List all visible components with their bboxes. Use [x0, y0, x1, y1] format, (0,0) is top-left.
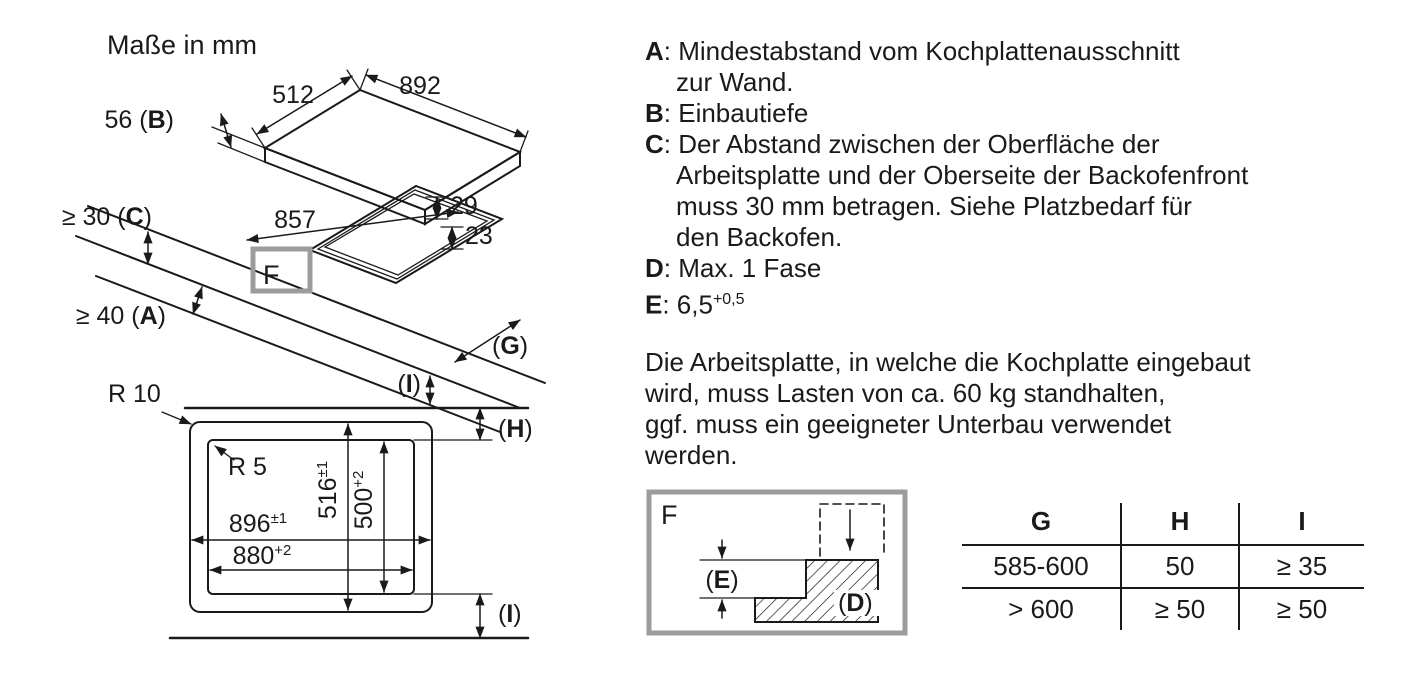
dim-i-persp-label: (I) — [397, 370, 421, 398]
dim-c-label: ≥ 30 (C) — [62, 203, 152, 231]
table-cell: > 600 — [962, 587, 1121, 630]
table-row: 585-600 50 ≥ 35 — [962, 544, 1364, 588]
hob-position-dashed — [819, 503, 885, 557]
dim-516-label: 516±1 — [314, 461, 342, 519]
dim-892-label: 892 — [399, 72, 441, 100]
plan-cutout-rect — [207, 439, 415, 595]
legend-item-b: B: Einbautiefe — [645, 98, 809, 128]
detail-f-callout-label: F — [263, 260, 280, 290]
dim-880-label: 880+2 — [233, 542, 292, 570]
dim-a-label: ≥ 40 (A) — [76, 302, 166, 330]
perspective-view: 512 892 56 (B) ≥ 30 (C) ≥ 40 (A) 857 — [62, 68, 546, 433]
table-header-h: H — [1120, 503, 1239, 546]
dim-d-label: (D) — [838, 589, 873, 617]
dim-896-label: 896±1 — [229, 510, 287, 538]
radius-10-label: R 10 — [108, 380, 161, 408]
table-header-g: G — [962, 503, 1121, 546]
table-cell: ≥ 50 — [1120, 587, 1239, 630]
dim-e-label: (E) — [705, 566, 738, 594]
table-cell: ≥ 35 — [1238, 544, 1364, 588]
legend-item-c: C: Der Abstand zwischen der Oberfläche d… — [645, 129, 1249, 252]
radius-5-label: R 5 — [228, 453, 267, 481]
legend-item-d: D: Max. 1 Fase — [645, 253, 822, 283]
table-row: > 600 ≥ 50 ≥ 50 — [962, 587, 1364, 630]
dim-h-label: (H) — [498, 415, 533, 443]
detail-f-view: F (E) (D) — [646, 489, 908, 636]
dim-g-label: (G) — [492, 332, 528, 360]
table-header-row: G H I — [962, 503, 1364, 546]
dim-512-label: 512 — [272, 81, 314, 109]
dim-29-label: 29 — [450, 192, 478, 220]
worktop-load-note: Die Arbeitsplatte, in welche die Kochpla… — [645, 346, 1251, 470]
table-cell: 50 — [1120, 544, 1239, 588]
dimension-table: G H I 585-600 50 ≥ 35 > 600 ≥ 50 ≥ 50 — [962, 503, 1364, 630]
dim-857-label: 857 — [274, 206, 316, 234]
dim-500-label: 500+2 — [350, 471, 378, 530]
plan-outer-rect — [189, 421, 433, 613]
e-tolerance-superscript: +0,5 — [712, 291, 745, 308]
units-note: Maße in mm — [107, 30, 258, 60]
detail-f-label: F — [661, 500, 678, 530]
legend-item-a: A: Mindestabstand vom Kochplattenausschn… — [645, 36, 1180, 97]
dim-i-plan-label: (I) — [498, 600, 522, 628]
legend: A: Mindestabstand vom Kochplattenausschn… — [645, 36, 1420, 471]
plan-view: R 10 R 5 516±1 500+2 896±1 880+2 (H) — [108, 380, 533, 640]
table-cell: ≥ 50 — [1238, 587, 1364, 630]
table-header-i: I — [1238, 503, 1364, 546]
detail-f-callout-box — [250, 246, 313, 294]
legend-item-e: E: 6,5+0,5 — [645, 289, 745, 320]
table-cell: 585-600 — [962, 544, 1121, 588]
dim-b-label: 56 (B) — [105, 106, 174, 134]
dim-23-label: 23 — [465, 222, 493, 250]
detail-f-frame — [646, 489, 908, 636]
wall-line — [95, 275, 501, 433]
oven-front-line — [75, 235, 521, 409]
